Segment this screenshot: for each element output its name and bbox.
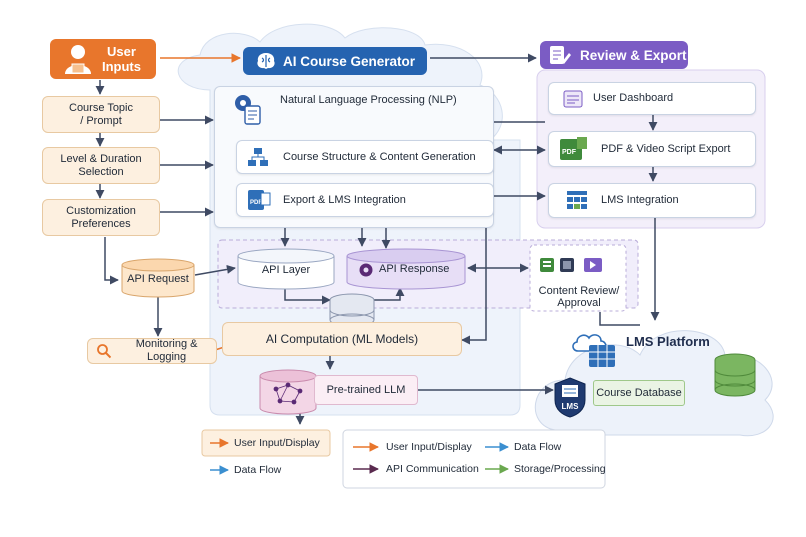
pdf-video-export-box: PDF PDF & Video Script Export [548,131,756,167]
api-layer-node: API Layer [236,248,336,290]
lms-badge-text: LMS [561,402,579,411]
gear-document-icon [235,95,261,125]
user-inputs-title-line1: User [107,44,136,59]
legend-user-input-label: User Input/Display [386,441,472,453]
user-dashboard-box: User Dashboard [548,82,756,115]
pdf-export-icon: PDF [560,137,587,160]
lms-grid-icon [567,190,587,209]
table-icon [589,345,615,367]
content-review-label: Content Review/ Approval [538,285,620,309]
course-database-box: Course Database [593,380,685,406]
customization-box: Customization Preferences [42,199,160,236]
pretrained-llm-node: Pre-trained LLM [258,369,418,415]
pdf-export-icon-text: PDF [562,149,577,156]
nlp-row: Natural Language Processing (NLP) [230,90,457,130]
api-response-cylinder [346,248,466,290]
export-lms-box: PDF Export & LMS Integration [236,183,494,217]
course-database-label: Course Database [596,386,682,399]
legend-storage-processing: Storage/Processing [514,463,606,475]
pdf-icon: PDF [248,190,271,210]
llm-cylinder [259,369,317,415]
small-legend-data-flow-label: Data Flow [234,464,282,476]
nlp-label: Natural Language Processing (NLP) [280,94,457,106]
course-structure-label: Course Structure & Content Generation [283,150,476,163]
lms-green-database [714,353,756,397]
legend-box [342,429,606,489]
lms-integration-label: LMS Integration [601,194,679,206]
content-review-icons [538,256,620,276]
review-export-header: Review & Export [540,41,688,69]
review-export-title: Review & Export [580,47,687,63]
gear-icon [359,263,373,277]
lms-shield-icon [554,377,586,418]
ai-computation-box: AI Computation (ML Models) [222,322,462,356]
api-request-node: API Request [120,258,196,298]
media-icons [540,258,602,272]
hierarchy-icon [248,148,268,166]
api-layer-label: API Layer [261,264,311,276]
user-icon [65,45,91,74]
user-inputs-title-line2: Inputs [102,59,141,74]
ai-course-generator-title: AI Course Generator [282,53,416,69]
dashboard-icon [563,90,583,107]
api-request-label: API Request [127,273,189,285]
pdf-icon-text: PDF [250,200,262,206]
legend-api-communication: API Communication [386,463,479,475]
lms-table-icon-wrap [588,344,616,368]
legend-data-flow: Data Flow [514,441,561,453]
course-topic-box: Course Topic / Prompt [42,96,160,133]
small-legend-user-input-label: User Input/Display [234,437,320,449]
legend-storage-processing-label: Storage/Processing [514,463,606,475]
llm-label-box: Pre-trained LLM [314,375,418,405]
checklist-edit-icon [550,46,571,64]
level-duration-box: Level & Duration Selection [42,147,160,184]
small-legend-data-flow: Data Flow [234,464,281,476]
api-layer-cylinder [237,248,335,290]
small-legend-user-input: User Input/Display [234,437,320,449]
api-response-label: API Response [379,263,450,275]
monitoring-logging-label: Monitoring & Logging [135,338,198,363]
lms-badge: LMS [553,376,587,418]
legend-user-input: User Input/Display [386,441,472,453]
ai-computation-label: AI Computation (ML Models) [265,331,419,346]
user-inputs-header: User Inputs [50,39,156,79]
lms-integration-box: LMS Integration [548,183,756,218]
export-lms-label: Export & LMS Integration [283,193,406,206]
user-dashboard-label: User Dashboard [593,92,674,104]
api-request-cylinder [121,258,195,298]
api-response-node: API Response [345,248,467,290]
lms-platform-title: LMS Platform [626,333,710,349]
magnifier-icon [97,344,112,359]
pdf-video-export-label: PDF & Video Script Export [601,142,731,155]
brain-icon [257,53,275,69]
llm-label: Pre-trained LLM [326,383,406,396]
legend-api-communication-label: API Communication [386,463,479,475]
monitoring-logging-box: Monitoring & Logging [87,338,217,364]
ai-course-generator-header: AI Course Generator [243,47,427,75]
legend-data-flow-label: Data Flow [514,441,562,453]
course-structure-box: Course Structure & Content Generation [236,140,494,174]
